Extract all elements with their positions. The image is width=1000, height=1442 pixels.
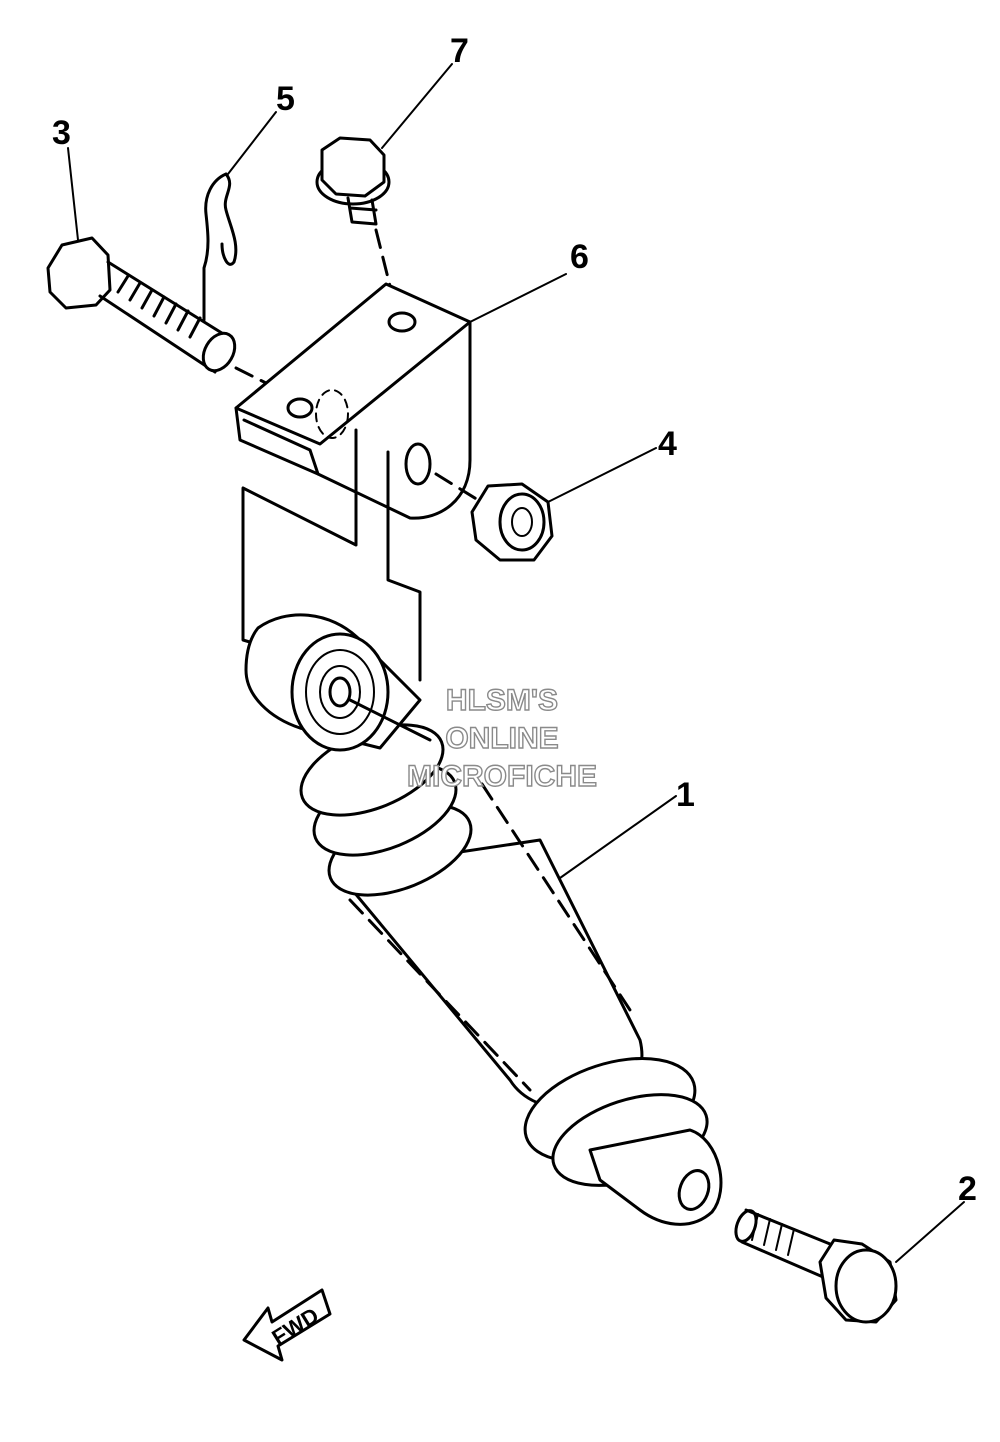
shock-absorber-part-1 <box>244 613 723 1226</box>
screw-part-7 <box>315 136 400 320</box>
callout-5: 5 <box>276 80 295 118</box>
forward-direction-arrow: FWD <box>242 1288 332 1362</box>
callout-1: 1 <box>676 776 695 814</box>
callout-labels: 3 5 7 6 4 1 2 <box>52 32 977 1208</box>
callout-6: 6 <box>570 238 589 276</box>
watermark-line-3: MICROFICHE <box>407 760 597 793</box>
bolt-part-2 <box>734 1208 898 1324</box>
clip-part-5 <box>202 172 238 322</box>
bracket-part-6 <box>234 282 480 682</box>
callout-4: 4 <box>658 425 677 463</box>
watermark-line-2: ONLINE <box>445 722 558 755</box>
callout-3: 3 <box>52 114 71 152</box>
leader-lines <box>67 63 965 1263</box>
bolt-part-3 <box>46 236 302 402</box>
callout-7: 7 <box>450 32 469 70</box>
callout-2: 2 <box>958 1170 977 1208</box>
watermark: HLSM'S ONLINE MICROFICHE <box>406 683 597 793</box>
nut-part-4 <box>470 482 554 562</box>
watermark-line-1: HLSM'S <box>446 684 558 717</box>
